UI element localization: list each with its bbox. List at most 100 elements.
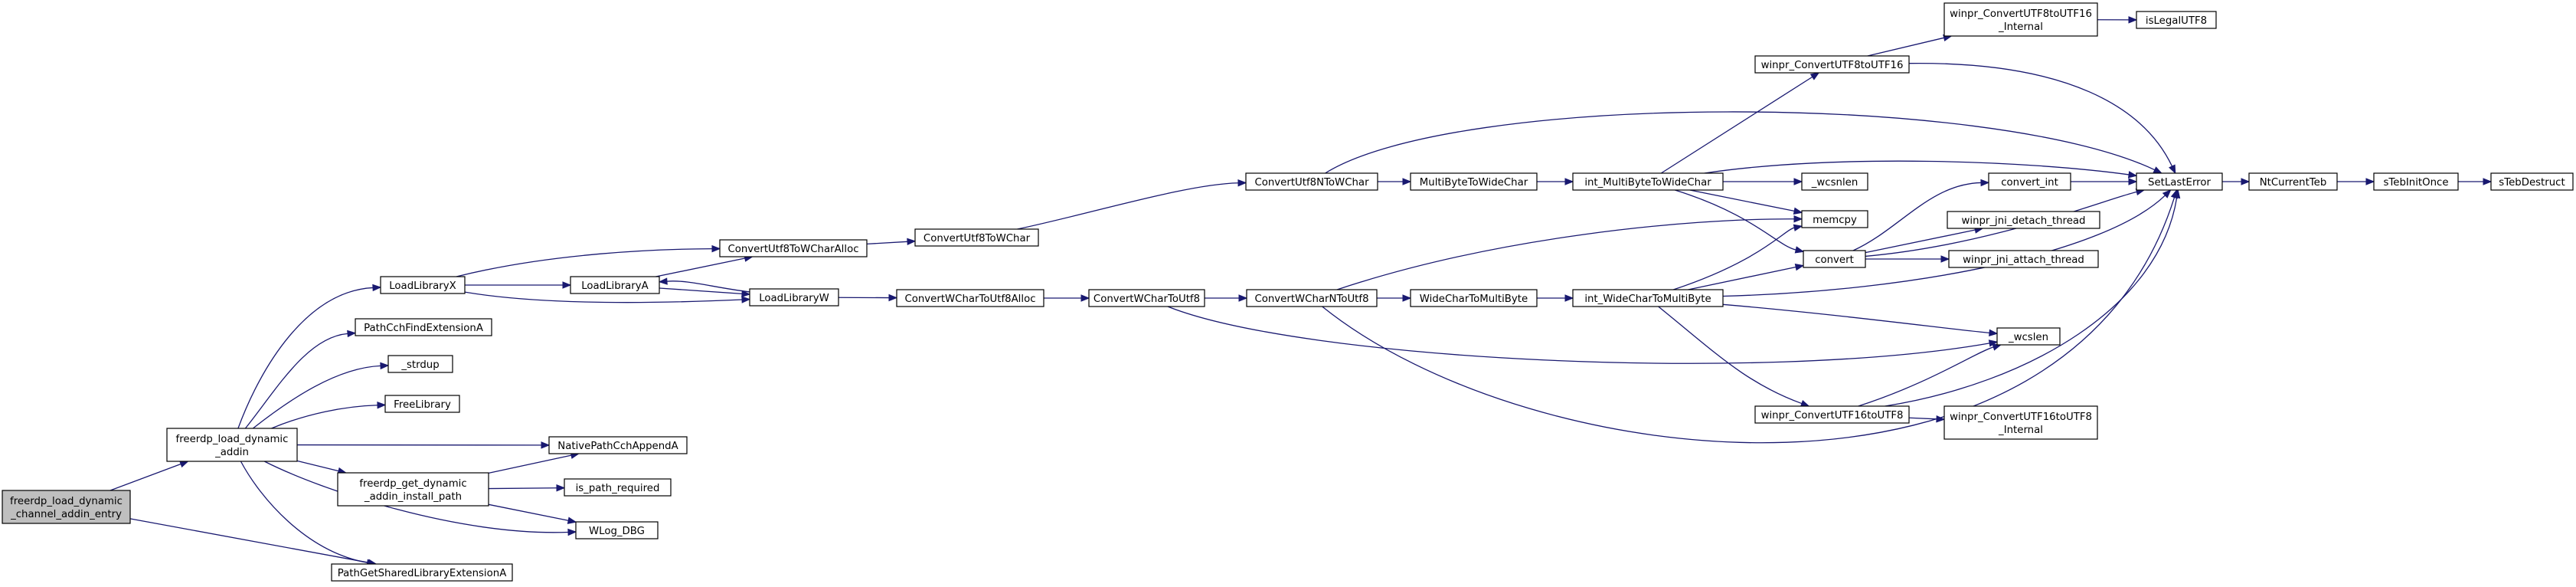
node-box[interactable] (1410, 289, 1538, 307)
node-convertutf8ntowchar[interactable]: ConvertUtf8NToWChar (1245, 172, 1378, 191)
node-box[interactable] (2, 490, 131, 524)
node-box[interactable] (387, 355, 453, 373)
node-box[interactable] (1988, 172, 2071, 191)
edge-int-multibytetowidechar-to-convertutf8toutf16 (1660, 72, 1820, 174)
node-box[interactable] (575, 521, 659, 539)
node-box[interactable] (1943, 405, 2098, 440)
node-box[interactable] (1803, 250, 1866, 268)
node-int-multibytetowidechar[interactable]: int_MultiByteToWideChar (1572, 172, 1724, 191)
edge-line (1660, 76, 1813, 174)
node-box[interactable] (1246, 289, 1378, 307)
node-loadlibraryw[interactable]: LoadLibraryW (749, 288, 839, 307)
node-load-addin[interactable]: freerdp_load_dynamic_addin (166, 428, 298, 462)
node-box[interactable] (1947, 211, 2100, 229)
node-convertutf16toutf8[interactable]: winpr_ConvertUTF16toUTF8 (1754, 405, 1910, 424)
node-box[interactable] (914, 228, 1039, 247)
node-box[interactable] (331, 563, 513, 582)
node-box[interactable] (1801, 210, 1868, 228)
node-is-path-required[interactable]: is_path_required (564, 478, 672, 497)
node-wlog-dbg[interactable]: WLog_DBG (575, 521, 659, 539)
node-loadlibrarya[interactable]: LoadLibraryA (570, 276, 660, 294)
node-box[interactable] (380, 276, 466, 294)
node-pathgetsharedlibraryextensiona[interactable]: PathGetSharedLibraryExtensionA (331, 563, 513, 582)
node-convert[interactable]: convert (1803, 250, 1866, 268)
edge-load-addin-to-nativepathcchappenda (296, 441, 551, 449)
node-jni-attach[interactable]: winpr_jni_attach_thread (1948, 250, 2099, 268)
node-box[interactable] (896, 289, 1044, 307)
node-memcpy[interactable]: memcpy (1801, 210, 1868, 228)
node-ntcurrentteb[interactable]: NtCurrentTeb (2248, 172, 2338, 191)
node-box[interactable] (1996, 327, 2061, 346)
node-box[interactable] (166, 428, 298, 462)
node-box[interactable] (2373, 172, 2459, 191)
node-box[interactable] (1410, 172, 1538, 191)
node-convert-int[interactable]: convert_int (1988, 172, 2071, 191)
node-wcsnlen[interactable]: _wcsnlen (1801, 172, 1868, 191)
node-jni-detach[interactable]: winpr_jni_detach_thread (1947, 211, 2100, 229)
edge-convert-to-convert-int (1852, 179, 1990, 251)
node-box[interactable] (1572, 289, 1724, 307)
node-loadlibraryx[interactable]: LoadLibraryX (380, 276, 466, 294)
edge-convertutf8toutf16-to-convertutf8toutf16-internal (1867, 34, 1953, 57)
edge-int-multibytetowidechar-to-memcpy (1689, 189, 1803, 215)
node-box[interactable] (1754, 405, 1910, 424)
node-box[interactable] (1245, 172, 1378, 191)
node-box[interactable] (1948, 250, 2099, 268)
node-convertutf16toutf8-internal[interactable]: winpr_ConvertUTF16toUTF8_Internal (1943, 405, 2098, 440)
edge-load-addin-to-pathcchfindextensiona (244, 330, 357, 429)
node-stebdestruct[interactable]: sTebDestruct (2490, 172, 2574, 191)
node-widechartomultibyte[interactable]: WideCharToMultiByte (1410, 289, 1538, 307)
node-box[interactable] (2136, 172, 2223, 191)
node-wcslen[interactable]: _wcslen (1996, 327, 2061, 346)
node-box[interactable] (1088, 289, 1205, 307)
node-box[interactable] (2136, 11, 2217, 29)
edge-int-widechartomultibyte-to-convert (1688, 263, 1805, 290)
node-box[interactable] (1754, 55, 1910, 74)
edge-line (129, 518, 369, 563)
arrowhead (1940, 255, 1950, 263)
node-pathcchfindextensiona[interactable]: PathCchFindExtensionA (355, 318, 492, 336)
node-multibytetowidechar[interactable]: MultiByteToWideChar (1410, 172, 1538, 191)
arrowhead (1402, 178, 1412, 185)
edge-load-addin-to-loadlibraryx (237, 284, 382, 429)
node-convertutf8toutf16[interactable]: winpr_ConvertUTF8toUTF16 (1754, 55, 1910, 74)
node-get-install-path[interactable]: freerdp_get_dynamic_addin_install_path (337, 472, 489, 507)
node-box[interactable] (570, 276, 660, 294)
edge-line (1673, 227, 1795, 290)
node-label: convert_int (2001, 177, 2058, 189)
node-convertutf8towchar[interactable]: ConvertUtf8ToWChar (914, 228, 1039, 247)
node-box[interactable] (337, 472, 489, 507)
node-convertutf8towcharalloc[interactable]: ConvertUtf8ToWCharAlloc (719, 239, 868, 257)
node-box[interactable] (749, 288, 839, 307)
node-box[interactable] (1572, 172, 1724, 191)
node-box[interactable] (355, 318, 492, 336)
node-box[interactable] (564, 478, 672, 497)
edge-convertutf8ntowchar-to-multibytetowidechar (1378, 178, 1412, 185)
node-label: ConvertWCharToUtf8Alloc (904, 294, 1035, 305)
node-convertwcharntoutf8[interactable]: ConvertWCharNToUtf8 (1246, 289, 1378, 307)
edge-loadlibraryx-to-convertutf8towcharalloc (456, 244, 721, 277)
edge-convert-int-to-setlasterror (2071, 178, 2138, 185)
node-strdup[interactable]: _strdup (387, 355, 453, 373)
node-freelibrary[interactable]: FreeLibrary (384, 395, 460, 413)
node-box[interactable] (384, 395, 460, 413)
node-int-widechartomultibyte[interactable]: int_WideCharToMultiByte (1572, 289, 1724, 307)
node-root[interactable]: freerdp_load_dynamic_channel_addin_entry (2, 490, 131, 524)
node-nativepathcchappenda[interactable]: NativePathCchAppendA (548, 436, 688, 454)
node-box[interactable] (1801, 172, 1868, 191)
node-setlasterror[interactable]: SetLastError (2136, 172, 2223, 191)
edge-convertutf16toutf8-to-convertutf16toutf8-internal (1908, 415, 1946, 423)
node-stebinitonce[interactable]: sTebInitOnce (2373, 172, 2459, 191)
node-convertutf8toutf16-internal[interactable]: winpr_ConvertUTF8toUTF16_Internal (1943, 2, 2098, 37)
node-box[interactable] (719, 239, 868, 257)
node-convertwchartoutf8[interactable]: ConvertWCharToUtf8 (1088, 289, 1205, 307)
node-box[interactable] (2248, 172, 2338, 191)
node-islegalutf8[interactable]: isLegalUTF8 (2136, 11, 2217, 29)
arrowhead (1564, 294, 1574, 302)
node-convertwchartoutf8alloc[interactable]: ConvertWCharToUtf8Alloc (896, 289, 1044, 307)
node-box[interactable] (2490, 172, 2574, 191)
node-box[interactable] (1943, 2, 2098, 37)
node-box[interactable] (548, 436, 688, 454)
arrowhead (2365, 178, 2375, 185)
